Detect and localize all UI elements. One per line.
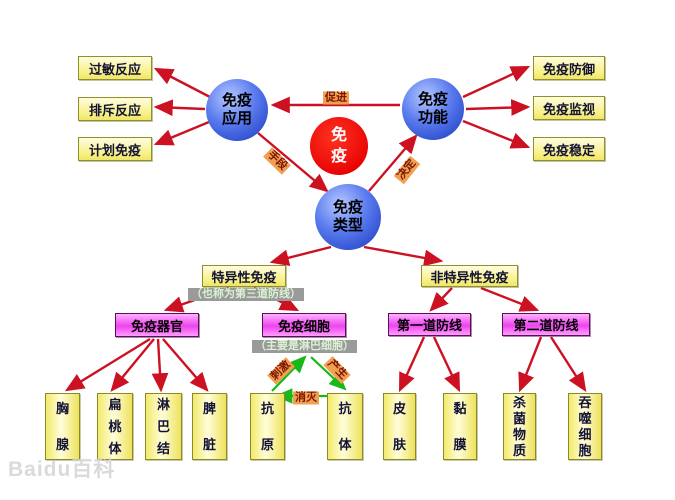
box-allergic-reaction: 过敏反应 xyxy=(78,56,152,80)
box-specific-immunity: 特异性免疫 xyxy=(202,265,286,287)
baidu-baike-watermark: Baidu百科 xyxy=(8,458,116,481)
box-immune-cells: 免疫细胞 xyxy=(262,313,346,337)
leaf-label: 吞噬细胞 xyxy=(578,394,592,458)
box-label: 特异性免疫 xyxy=(211,269,277,285)
box-label: 免疫器官 xyxy=(130,318,183,334)
leaf-skin: 皮肤 xyxy=(383,393,416,460)
box-nonspecific-immunity: 非特异性免疫 xyxy=(421,265,518,287)
leaf-label: 皮肤 xyxy=(392,400,406,452)
leaf-label: 抗原 xyxy=(260,400,274,452)
leaf-mucosa: 黏膜 xyxy=(443,393,477,460)
box-label: 第二道防线 xyxy=(513,318,579,333)
leaf-tonsil: 扁桃体 xyxy=(97,393,133,460)
leaf-lymph-node: 淋巴结 xyxy=(145,393,182,460)
leaf-bactericidal-substance: 杀菌物质 xyxy=(503,393,536,460)
leaf-label: 扁桃体 xyxy=(108,396,122,456)
leaf-antibody: 抗体 xyxy=(327,393,363,460)
node-immune-function: 免疫功能 xyxy=(402,78,464,140)
node-label: 免疫功能 xyxy=(417,91,448,126)
node-label: 免疫类型 xyxy=(332,199,363,234)
box-second-defense-line: 第二道防线 xyxy=(502,313,590,336)
leaf-spleen: 脾脏 xyxy=(192,393,227,460)
box-immune-organs: 免疫器官 xyxy=(115,313,199,337)
box-label: 免疫细胞 xyxy=(277,318,330,334)
box-immune-surveillance: 免疫监视 xyxy=(533,96,605,120)
leaf-label: 杀菌物质 xyxy=(512,394,526,458)
box-label: 免疫监视 xyxy=(542,101,595,117)
edge-label-destroy: 消灭 xyxy=(293,391,319,405)
node-label: 免疫应用 xyxy=(221,92,252,127)
edge-label-promote: 促进 xyxy=(323,91,349,105)
box-label: 过敏反应 xyxy=(88,61,141,77)
node-immune-type: 免疫类型 xyxy=(315,184,381,250)
note-mainly-lymphocytes: （主要是淋巴细胞） xyxy=(252,340,357,353)
box-label: 非特异性免疫 xyxy=(430,269,509,285)
box-first-defense-line: 第一道防线 xyxy=(388,313,471,336)
leaf-label: 胸腺 xyxy=(55,400,69,452)
node-immunity-center: 免疫 xyxy=(310,117,368,175)
box-immune-defense: 免疫防御 xyxy=(533,56,605,80)
leaf-label: 脾脏 xyxy=(202,400,216,452)
note-third-defense-line: （也称为第三道防线） xyxy=(188,288,304,301)
box-label: 免疫稳定 xyxy=(542,142,595,158)
node-immune-application: 免疫应用 xyxy=(206,79,268,141)
leaf-label: 黏膜 xyxy=(453,400,467,452)
box-planned-immunity: 计划免疫 xyxy=(78,137,152,161)
box-rejection-reaction: 排斥反应 xyxy=(78,97,152,121)
box-label: 计划免疫 xyxy=(88,142,141,158)
box-label: 排斥反应 xyxy=(88,102,141,118)
node-label: 免疫 xyxy=(330,127,347,165)
leaf-thymus: 胸腺 xyxy=(45,393,80,460)
box-immune-stability: 免疫稳定 xyxy=(533,137,605,161)
leaf-label: 抗体 xyxy=(338,400,352,452)
box-label: 第一道防线 xyxy=(396,318,462,333)
leaf-antigen: 抗原 xyxy=(250,393,285,460)
leaf-label: 淋巴结 xyxy=(156,396,170,456)
box-label: 免疫防御 xyxy=(542,61,595,77)
leaf-phagocyte: 吞噬细胞 xyxy=(568,393,602,460)
